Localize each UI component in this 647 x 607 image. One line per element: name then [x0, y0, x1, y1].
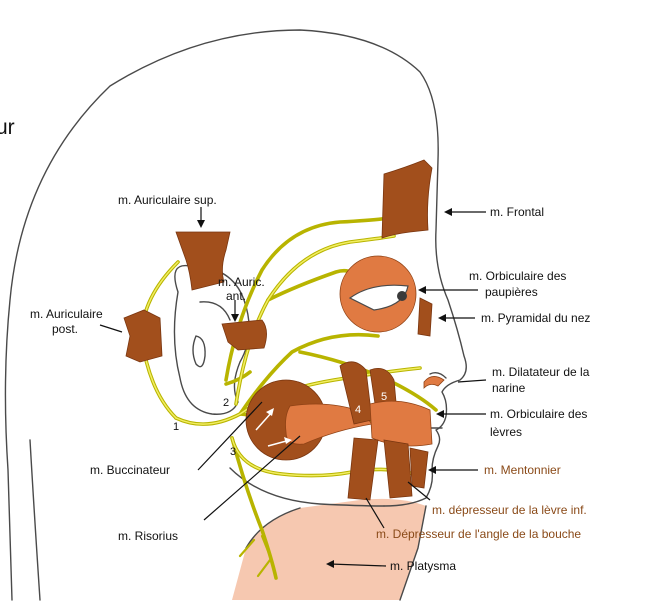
label-auriculaire-post-line2: post. — [52, 322, 78, 336]
depresseur-angle-muscle — [347, 437, 379, 501]
neck-back-line — [29, 439, 41, 601]
ear-helix — [199, 301, 231, 321]
label-frontal: m. Frontal — [490, 205, 544, 219]
nostril — [429, 371, 447, 379]
orbiculaire-levres-muscle — [369, 400, 433, 447]
label-orbic-paupieres-line2: paupières — [485, 285, 538, 299]
label-auriculaire-sup: m. Auriculaire sup. — [118, 193, 217, 207]
label-auric-ant-line2: ant. — [226, 289, 246, 303]
label-dilatateur-line1: m. Dilatateur de la — [492, 365, 590, 379]
leader-lines — [99, 207, 487, 568]
label-mentonnier: m. Mentonnier — [484, 463, 561, 477]
label-orbic-paupieres-line1: m. Orbiculaire des — [469, 269, 566, 283]
head-outline — [4, 29, 467, 601]
ear-canal — [192, 335, 206, 368]
label-orbic-levres-line1: m. Orbiculaire des — [490, 407, 587, 421]
auric-ant-muscle — [221, 319, 267, 351]
frontal-muscle — [381, 159, 433, 239]
branch-number-5: 5 — [381, 391, 387, 403]
branch-number-4: 4 — [355, 404, 361, 416]
label-dilatateur-line2: narine — [492, 381, 526, 395]
dilatateur-muscle — [423, 376, 445, 389]
label-depresseur-angle: m. Dépresseur de l'angle de la bouche — [376, 527, 581, 541]
neck-skin — [232, 498, 426, 600]
branch-number-2: 2 — [223, 397, 229, 409]
label-risorius: m. Risorius — [118, 529, 178, 543]
depresseur-levre-muscle — [383, 439, 413, 499]
auriculaire-sup-muscle — [175, 231, 231, 291]
pupil — [397, 291, 407, 301]
pyramidal-muscle — [417, 297, 433, 337]
neck-crease — [245, 507, 301, 549]
cut-off-text: ur — [0, 116, 15, 139]
label-platysma: m. Platysma — [390, 559, 456, 573]
mentonnier-muscle — [409, 447, 429, 489]
label-buccinateur: m. Buccinateur — [90, 463, 170, 477]
label-orbic-levres-line2: lèvres — [490, 425, 522, 439]
eye — [348, 284, 409, 311]
neck-front-line — [399, 505, 427, 601]
risorius-muscle — [285, 403, 373, 445]
inner-arrows — [255, 408, 292, 447]
branch-number-3: 3 — [230, 446, 236, 458]
label-auric-ant-line1: m. Auric. — [218, 275, 265, 289]
branch-number-1: 1 — [173, 421, 179, 433]
jaw-line — [229, 467, 385, 507]
label-depresseur-levre: m. dépresseur de la lèvre inf. — [432, 503, 587, 517]
label-auriculaire-post-line1: m. Auriculaire — [30, 307, 103, 321]
auriculaire-post-muscle — [123, 309, 163, 363]
label-pyramidal: m. Pyramidal du nez — [481, 311, 590, 325]
